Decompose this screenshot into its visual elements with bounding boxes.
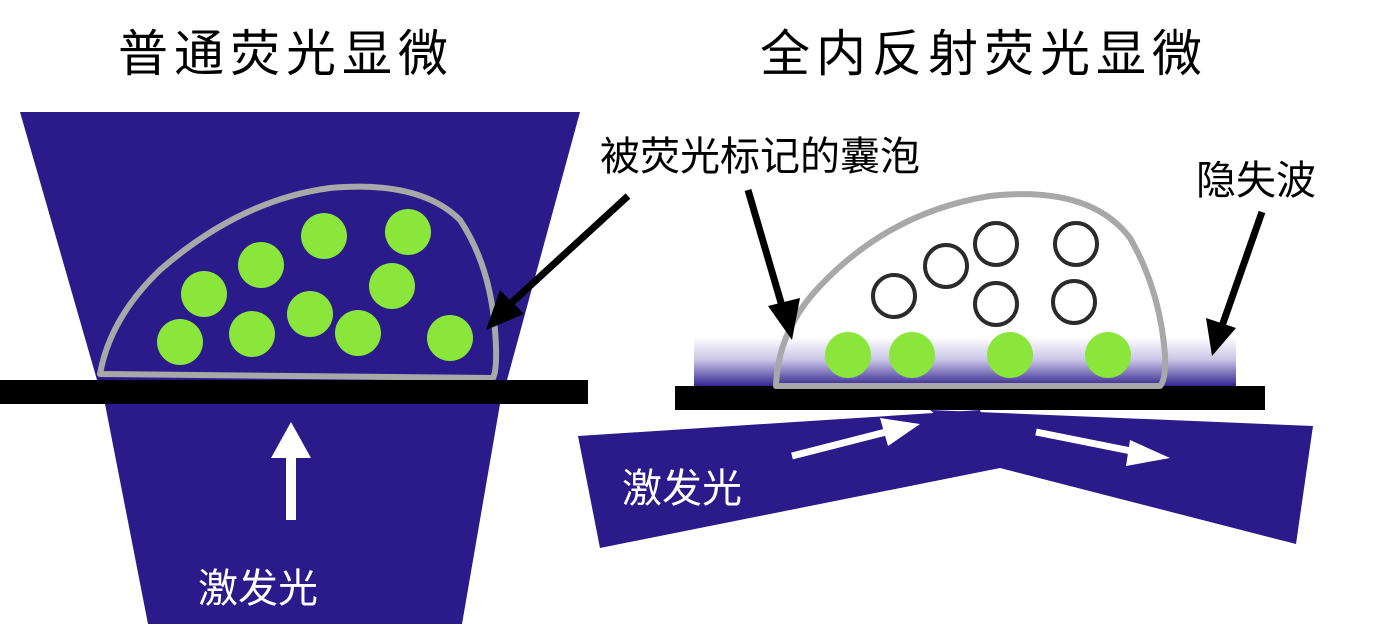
evanescent-pointer-arrow bbox=[1218, 210, 1266, 328]
fluorescent-vesicle bbox=[229, 311, 275, 357]
dark-vesicle bbox=[973, 221, 1019, 267]
fluorescent-vesicle bbox=[369, 263, 415, 309]
incident-beam bbox=[578, 410, 1000, 548]
fluorescent-vesicle bbox=[825, 332, 871, 378]
excitation-arrow-head bbox=[271, 422, 311, 458]
incident-arrow-shaft bbox=[791, 428, 887, 460]
dark-vesicle bbox=[973, 281, 1019, 327]
excitation-label-left: 激发光 bbox=[198, 566, 318, 612]
fluorescent-vesicle bbox=[889, 332, 935, 378]
evanescent-pointer-arrowhead bbox=[1206, 318, 1236, 356]
fluorescent-vesicle bbox=[335, 310, 381, 356]
objective-beam-lower bbox=[105, 404, 500, 624]
fluorescent-vesicle bbox=[385, 209, 431, 255]
tirf-title: 全内反射荧光显微 bbox=[760, 25, 1208, 83]
reflected-beam bbox=[930, 410, 1313, 544]
reflected-arrow-shaft bbox=[1035, 428, 1137, 456]
fluorescent-vesicle bbox=[238, 242, 284, 288]
fluorescent-vesicle bbox=[301, 213, 347, 259]
coverslip-right bbox=[675, 386, 1265, 410]
dark-vesicle bbox=[1051, 279, 1097, 325]
evanescent-wave-label: 隐失波 bbox=[1196, 158, 1316, 204]
dark-vesicle bbox=[923, 243, 969, 289]
dark-vesicle bbox=[1053, 221, 1099, 267]
vesicle-pointer-arrow-right bbox=[744, 189, 786, 307]
fluorescent-vesicle bbox=[427, 315, 473, 361]
vesicle-pointer-arrowhead-left bbox=[486, 290, 524, 330]
incident-arrow-head bbox=[880, 418, 920, 446]
coverslip-left bbox=[0, 380, 588, 404]
cell-outline-left bbox=[97, 183, 500, 381]
reflected-arrow-head bbox=[1126, 440, 1170, 466]
objective-beam-upper bbox=[20, 112, 580, 380]
dark-vesicle bbox=[871, 273, 917, 319]
excitation-arrow-shaft bbox=[286, 455, 296, 520]
excitation-label-right: 激发光 bbox=[622, 466, 742, 512]
fluorescent-vesicle bbox=[157, 319, 203, 365]
vesicle-pointer-arrowhead-right bbox=[768, 298, 800, 340]
fluorescent-vesicle bbox=[287, 291, 333, 337]
widefield-title: 普通荧光显微 bbox=[118, 25, 454, 83]
fluorescent-vesicle bbox=[181, 271, 227, 317]
vesicle-pointer-arrow-left bbox=[505, 193, 631, 309]
fluorescent-vesicle bbox=[987, 332, 1033, 378]
vesicle-label: 被荧光标记的囊泡 bbox=[600, 134, 920, 180]
cell-outline-right bbox=[773, 191, 1169, 389]
fluorescent-vesicle bbox=[1085, 332, 1131, 378]
